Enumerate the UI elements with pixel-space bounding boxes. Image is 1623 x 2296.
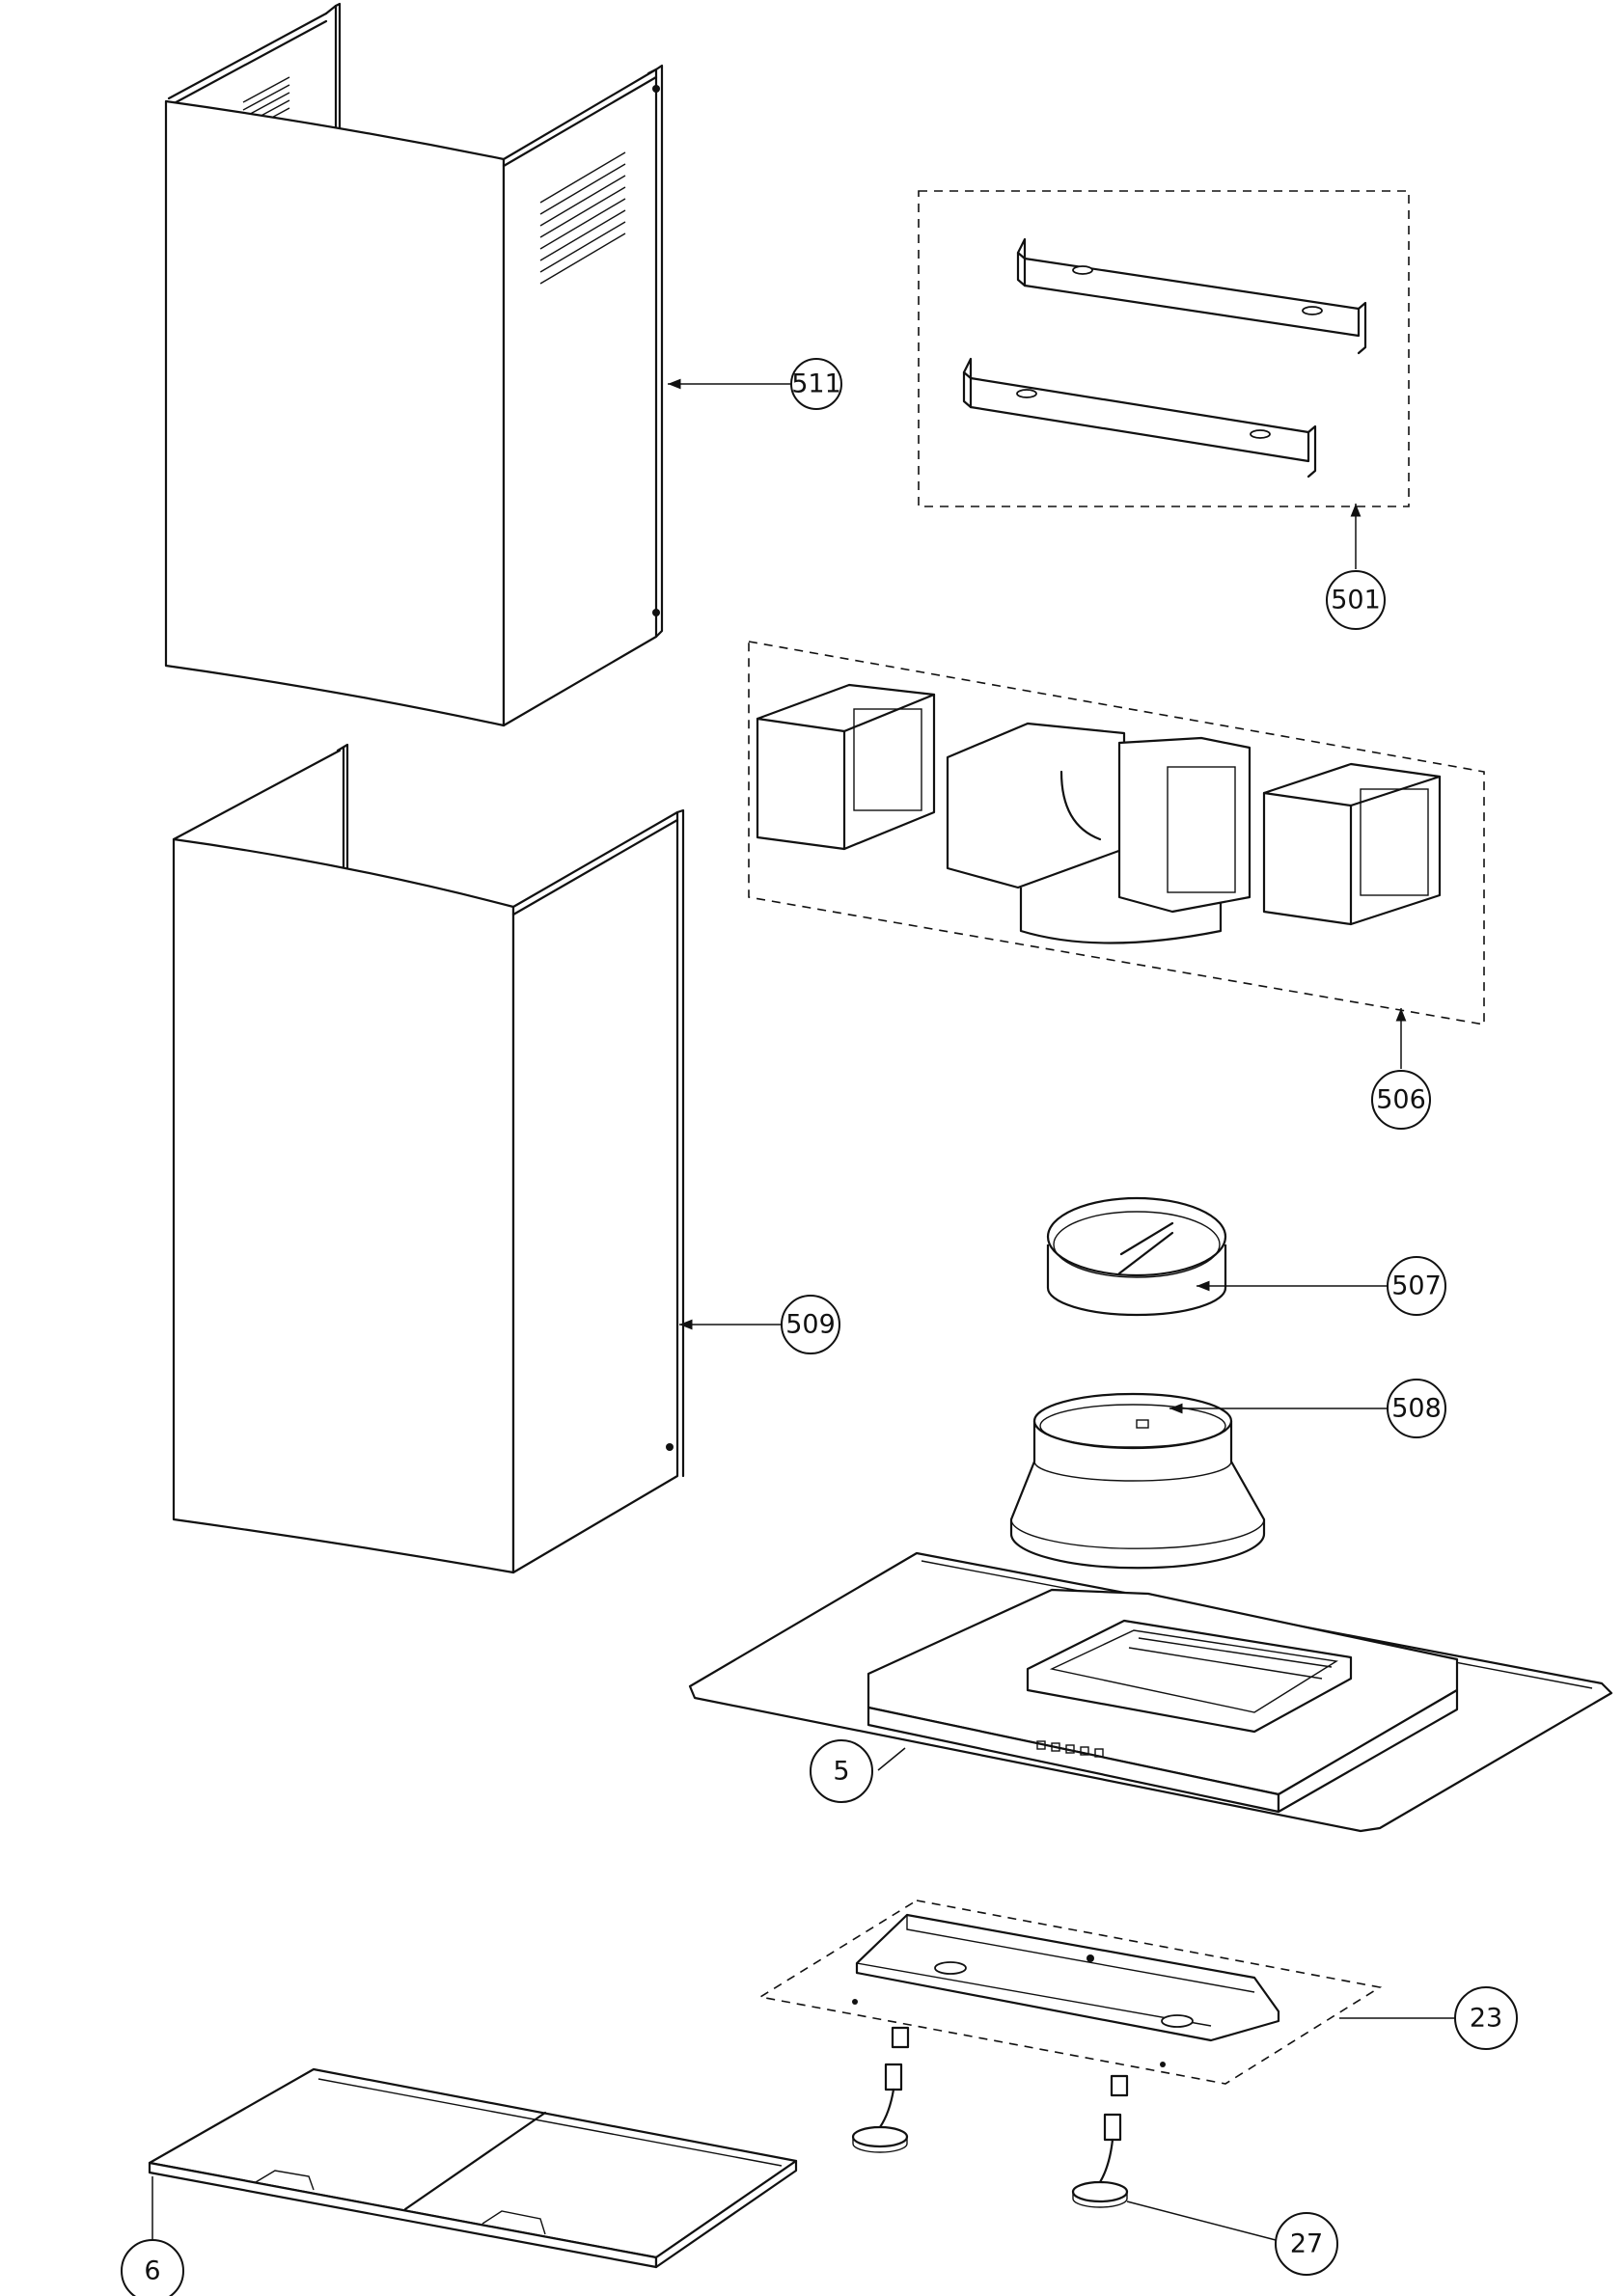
callout-508: 508 [1387,1379,1446,1438]
duct-reducer [1009,1392,1266,1570]
hood-body [688,1551,1613,1833]
callout-507: 507 [1387,1256,1446,1316]
duct-collar-flap [1046,1196,1227,1317]
callout-5: 5 [810,1739,873,1803]
svg-text:507: 507 [1391,1271,1442,1301]
lamp-right [1071,2074,1129,2208]
svg-text:509: 509 [785,1310,836,1340]
callout-501: 501 [1326,570,1386,630]
callout-511: 511 [790,358,842,410]
light-bracket-assembly [757,1900,1383,2085]
callout-506: 506 [1371,1070,1431,1130]
svg-text:5: 5 [833,1757,849,1787]
upper-chimney-cover [164,2,664,727]
mounting-brackets [918,190,1410,507]
svg-text:6: 6 [144,2256,160,2286]
callout-23: 23 [1454,1986,1518,2050]
svg-text:501: 501 [1331,586,1381,615]
duct-fittings [748,641,1485,1025]
svg-text:506: 506 [1376,1085,1426,1115]
svg-text:508: 508 [1391,1394,1442,1424]
svg-text:23: 23 [1470,2004,1502,2034]
leader-lines [151,378,1455,2244]
lamp-left [851,2026,910,2153]
lamps [851,2026,1129,2208]
svg-text:27: 27 [1290,2229,1323,2259]
grease-filters [148,2067,798,2269]
callout-27: 27 [1275,2212,1338,2276]
callout-6: 6 [121,2239,184,2296]
lower-chimney-cover [172,743,685,1574]
svg-text:511: 511 [791,369,841,399]
callout-509: 509 [781,1295,840,1354]
